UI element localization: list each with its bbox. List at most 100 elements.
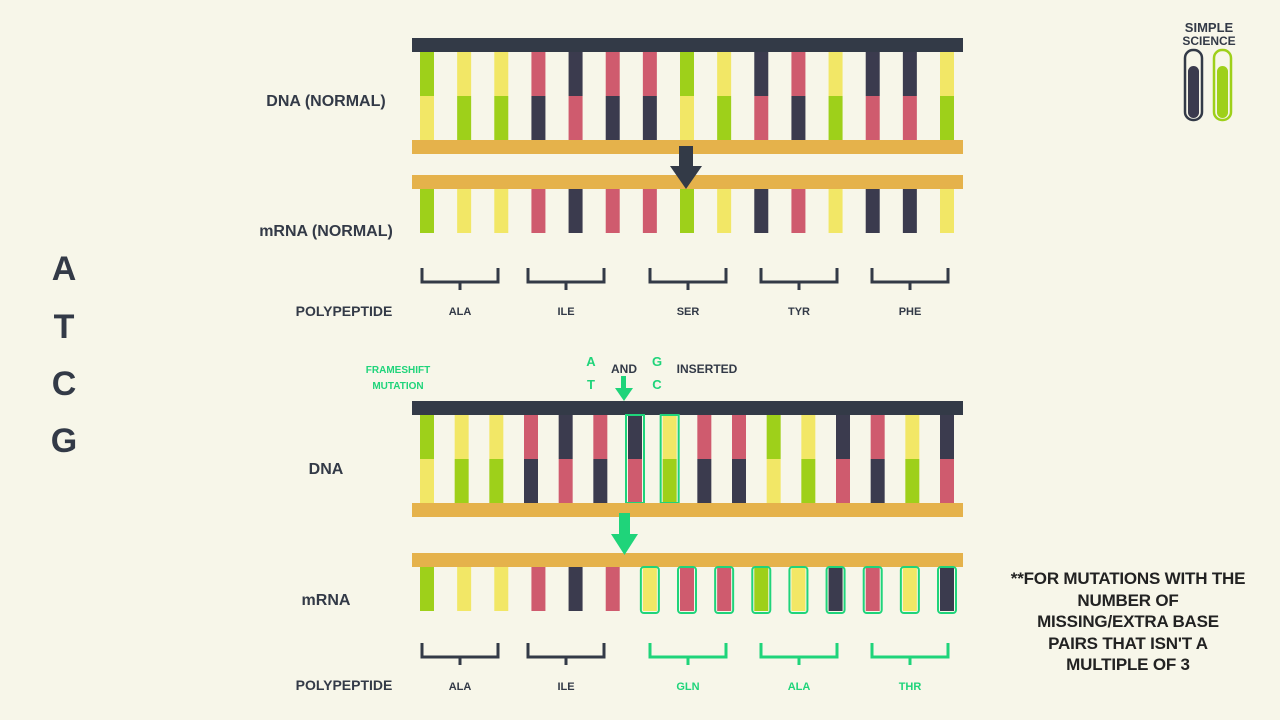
base-c	[494, 52, 509, 96]
base-g	[420, 52, 434, 96]
codon-bracket	[420, 643, 500, 659]
base-a	[865, 96, 880, 140]
inserted-base-c: C	[652, 377, 662, 392]
base-c	[905, 415, 920, 459]
inserted-base-g: G	[652, 354, 662, 369]
mrna-base-c	[494, 567, 509, 611]
base-g	[454, 459, 469, 503]
base-c	[680, 96, 694, 140]
base-g	[766, 415, 781, 459]
amino-acid-label: GLN	[676, 681, 699, 693]
mrna-base-a	[531, 567, 546, 611]
arrow-down-icon	[611, 534, 638, 555]
base-t	[870, 459, 885, 503]
base-t	[836, 415, 850, 459]
mrna-base-c	[828, 189, 843, 233]
frameshift-label-line2: MUTATION	[372, 381, 423, 392]
logo-line-science: SCIENCE	[1182, 34, 1235, 48]
mrna-base-a	[642, 189, 657, 233]
mrna-base-c	[717, 189, 732, 233]
mrna-base-a	[531, 189, 546, 233]
logo-line-simple: SIMPLE	[1185, 20, 1234, 35]
base-c	[420, 459, 434, 503]
amino-acid-label: THR	[899, 681, 922, 693]
amino-acid-label: PHE	[899, 306, 922, 318]
base-t	[754, 52, 769, 96]
codon-bracket	[648, 268, 728, 284]
base-a	[605, 52, 620, 96]
mrna-base-t	[828, 567, 843, 611]
base-g	[420, 415, 434, 459]
base-c	[454, 415, 469, 459]
base-legend: A T C G	[51, 250, 77, 460]
arrow-shaft	[679, 146, 693, 170]
base-t	[531, 96, 546, 140]
mrna-base-c	[494, 189, 509, 233]
base-t	[732, 459, 746, 503]
dna-normal-label: DNA (NORMAL)	[266, 93, 385, 110]
base-t	[605, 96, 620, 140]
shifted-base-outline	[714, 566, 735, 614]
codon-bracket	[526, 643, 606, 659]
base-a	[836, 459, 850, 503]
codon-bracket	[759, 643, 839, 659]
base-t	[791, 96, 806, 140]
mrna-base-c	[791, 567, 806, 611]
mrna-base-c	[457, 189, 472, 233]
mrna-normal-label: mRNA (NORMAL)	[259, 223, 393, 240]
base-t	[628, 415, 642, 459]
mrna-base-a	[865, 567, 880, 611]
arrow-down-icon	[670, 166, 702, 189]
base-g	[457, 96, 472, 140]
mrna-base-a	[717, 567, 732, 611]
legend-letter-a: A	[52, 250, 77, 288]
amino-acid-label: ALA	[788, 681, 811, 693]
base-a	[558, 459, 573, 503]
mrna-base-g	[754, 567, 769, 611]
shifted-base-outline	[899, 566, 920, 614]
base-t	[568, 52, 583, 96]
logo-tube-left-liquid	[1188, 66, 1199, 118]
codon-bracket	[870, 643, 950, 659]
mrna-base-a	[680, 567, 694, 611]
mutated-mrna-strand	[412, 553, 963, 614]
frameshift-footnote: **FOR MUTATIONS WITH THE NUMBER OF MISSI…	[1010, 569, 1246, 674]
base-t	[902, 52, 917, 96]
base-g	[494, 96, 509, 140]
amino-acid-label: ILE	[557, 681, 574, 693]
mrna-base-a	[605, 189, 620, 233]
mrna-base-t	[940, 567, 954, 611]
mrna-base-c	[642, 567, 657, 611]
inserted-base-a: A	[586, 354, 596, 369]
simple-science-logo: SIMPLE SCIENCE	[1182, 20, 1236, 122]
base-a	[531, 52, 546, 96]
codon-bracket	[648, 643, 728, 659]
codon-bracket	[420, 268, 500, 284]
mrna-base-t	[902, 189, 917, 233]
normal-dna-strand	[412, 38, 963, 154]
mrna-base-a	[605, 567, 620, 611]
mrna-base-a	[791, 189, 806, 233]
and-word: AND	[611, 362, 637, 376]
base-g	[717, 96, 732, 140]
base-t	[593, 459, 608, 503]
mrna-base-t	[865, 189, 880, 233]
shifted-base-outline	[751, 566, 772, 614]
polypeptide-normal-label: POLYPEPTIDE	[296, 303, 393, 319]
codon-bracket	[870, 268, 950, 284]
base-t	[558, 415, 573, 459]
base-a	[568, 96, 583, 140]
inserted-base-t: T	[587, 377, 595, 392]
base-a	[870, 415, 885, 459]
mrna-base-t	[754, 189, 769, 233]
base-c	[420, 96, 434, 140]
base-c	[940, 52, 954, 96]
logo-tube-right-liquid	[1217, 66, 1228, 118]
mrna-base-g	[420, 567, 434, 611]
insertion-arrow-icon	[615, 388, 633, 401]
base-t	[940, 415, 954, 459]
base-a	[940, 459, 954, 503]
base-a	[791, 52, 806, 96]
base-a	[524, 415, 538, 459]
